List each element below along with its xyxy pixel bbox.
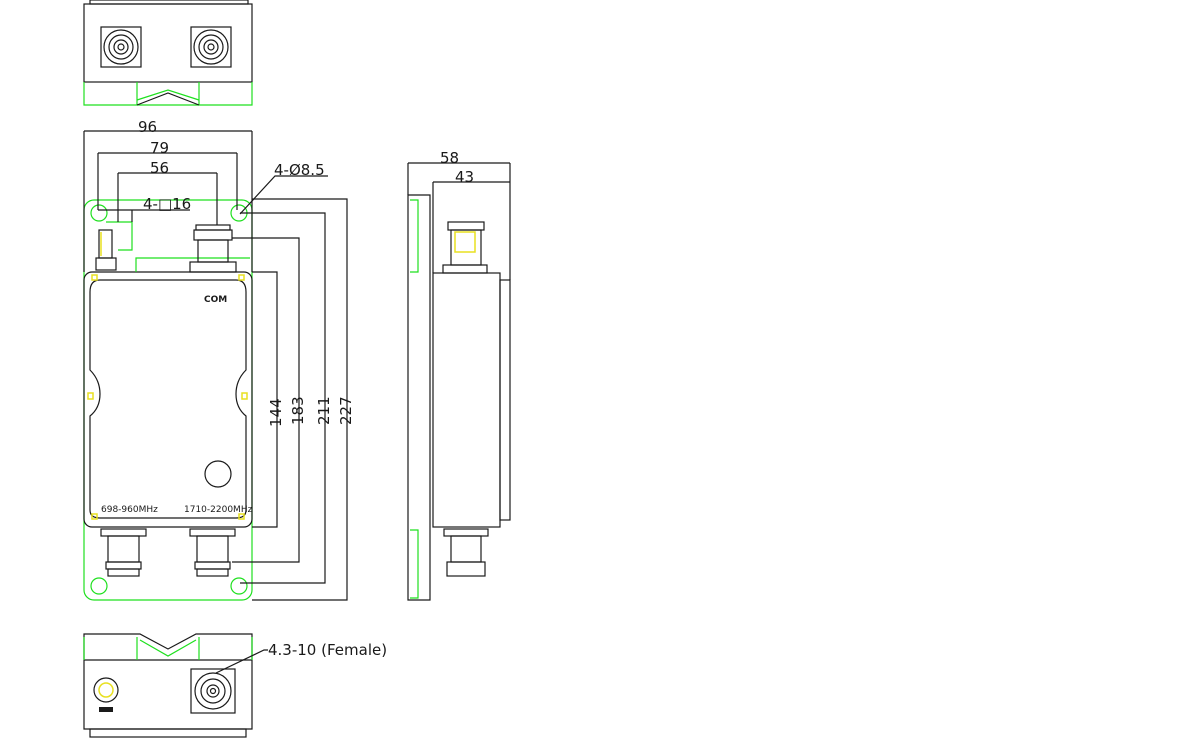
connector-note: 4.3-10 (Female): [268, 641, 387, 659]
top-view: [83, 0, 253, 106]
dim-211: 211: [315, 396, 333, 425]
front-view: COM 698-960MHz 1710-2200MHz 96 79 56 4-□…: [83, 118, 355, 601]
connector-high-band: [189, 528, 236, 577]
dim-56: 56: [150, 159, 169, 177]
side-view: 58 43: [407, 149, 511, 601]
note-holes: 4-Ø8.5: [274, 161, 325, 179]
connector-top-right: [190, 26, 232, 68]
bottom-view: 4.3-10 (Female): [83, 633, 387, 738]
connector-low-band: [100, 528, 147, 577]
note-square: 4-□16: [143, 195, 191, 213]
low-band-port-label: 698-960MHz: [101, 505, 158, 515]
dim-183: 183: [289, 396, 307, 425]
dim-79: 79: [150, 139, 169, 157]
connector-top-left: [100, 26, 142, 68]
dim-43: 43: [455, 168, 474, 186]
high-band-port-label: 1710-2200MHz: [184, 505, 253, 515]
dim-227: 227: [337, 396, 355, 425]
com-port-label: COM: [204, 295, 227, 305]
dim-96: 96: [138, 118, 157, 136]
dim-144: 144: [267, 398, 285, 427]
dim-58: 58: [440, 149, 459, 167]
